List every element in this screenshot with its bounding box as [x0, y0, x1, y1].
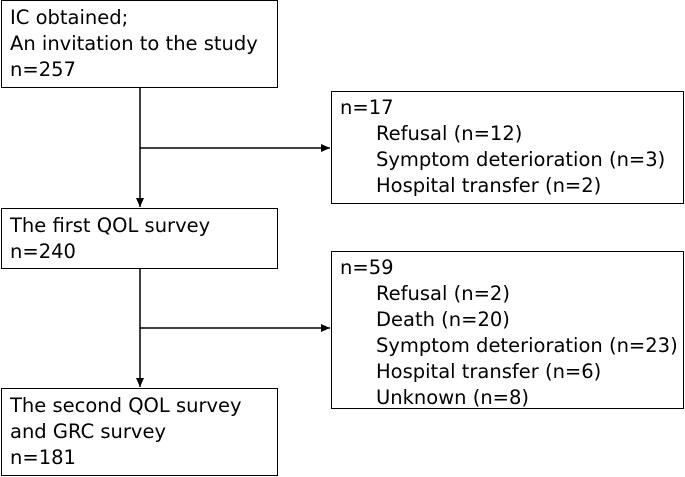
stage-second-survey-count: n=181 — [10, 446, 76, 469]
exclusion-box-2: n=59 Refusal (n=2) Death (n=20) Symptom … — [331, 251, 684, 409]
stage-first-survey-title: The first QOL survey — [10, 214, 211, 237]
exclusion-box-1: n=17 Refusal (n=12) Symptom deterioratio… — [331, 91, 684, 204]
exclusion-2-reason-unknown: Unknown (n=8) — [376, 386, 530, 409]
stage-first-survey-count: n=240 — [10, 240, 76, 263]
exclusion-1-reason-refusal: Refusal (n=12) — [376, 122, 523, 145]
stage-invitation-line-2: An invitation to the study — [10, 32, 258, 55]
stage-invitation-count: n=257 — [10, 58, 76, 81]
stage-second-survey-title-2: and GRC survey — [10, 420, 166, 443]
exclusion-1-total: n=17 — [340, 96, 394, 119]
exclusion-2-total: n=59 — [340, 256, 394, 279]
exclusion-1-reason-transfer: Hospital transfer (n=2) — [376, 174, 602, 197]
exclusion-2-reason-death: Death (n=20) — [376, 308, 510, 331]
exclusion-2-reason-symptom: Symptom deterioration (n=23) — [376, 334, 678, 357]
stage-second-survey-title-1: The second QOL survey — [10, 394, 242, 417]
stage-second-survey-box: The second QOL survey and GRC survey n=1… — [1, 388, 278, 476]
stage-invitation-box: IC obtained; An invitation to the study … — [1, 0, 278, 88]
exclusion-2-reason-refusal: Refusal (n=2) — [376, 282, 510, 305]
exclusion-2-reason-transfer: Hospital transfer (n=6) — [376, 360, 602, 383]
stage-first-survey-box: The first QOL survey n=240 — [1, 208, 278, 269]
stage-invitation-line-1: IC obtained; — [10, 6, 129, 29]
exclusion-1-reason-symptom: Symptom deterioration (n=3) — [376, 148, 666, 171]
